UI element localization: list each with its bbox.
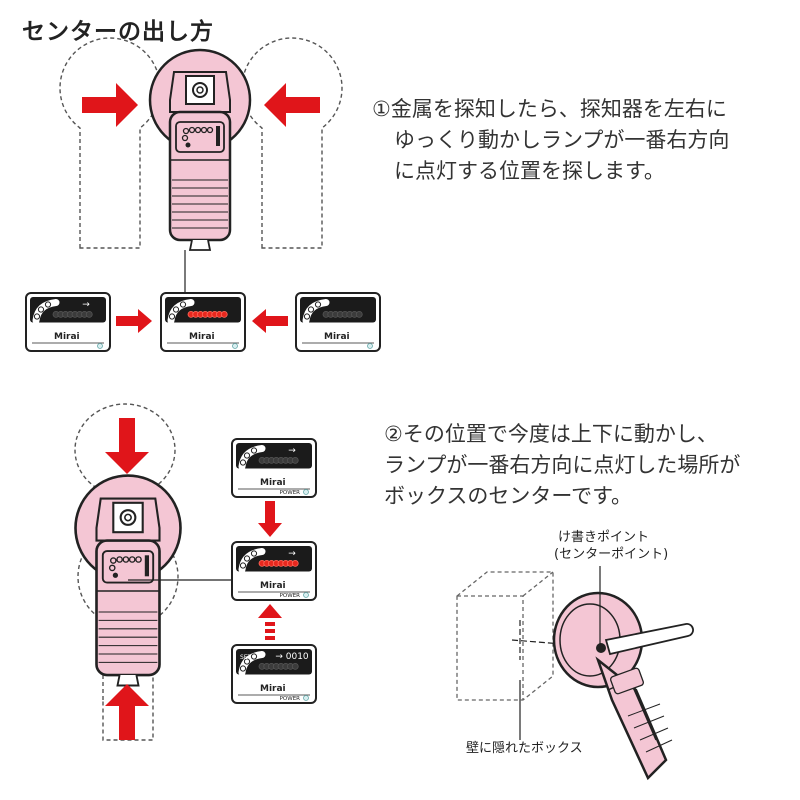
callout-marking-point: け書きポイント bbox=[558, 530, 649, 545]
power-indicator-icon bbox=[303, 592, 309, 598]
ghost-left-position bbox=[59, 37, 161, 249]
panel-arrow-label: → bbox=[288, 549, 296, 559]
panel-power-label: POWER bbox=[280, 593, 301, 599]
callout-hidden-box: 壁に隠れたボックス bbox=[466, 741, 583, 756]
panel-brand: Mirai bbox=[189, 332, 215, 342]
lamp bbox=[291, 560, 299, 567]
panel-arrow-right-icon bbox=[116, 309, 152, 333]
step1-illustration bbox=[59, 37, 343, 333]
panel-brand: Mirai bbox=[54, 332, 80, 342]
lamp bbox=[355, 310, 363, 318]
step2-line-2: ランプが一番右方向に点灯した場所が bbox=[384, 453, 741, 477]
panel-arrow-up-dashed-icon bbox=[258, 604, 282, 640]
power-indicator-icon bbox=[97, 343, 103, 349]
detector-side-view bbox=[552, 591, 694, 781]
step2-instructions: ②その位置で今度は上下に動かし、 ランプが一番右方向に点灯した場所が ボックスの… bbox=[384, 419, 740, 512]
step1-line-2: ゆっくり動かしランプが一番右方向 bbox=[394, 128, 730, 152]
panel-brand: Mirai bbox=[260, 478, 286, 488]
detector-center-position bbox=[148, 48, 252, 252]
power-indicator-icon bbox=[367, 343, 373, 349]
panel-arrow-down-icon bbox=[258, 501, 282, 537]
lamp bbox=[291, 456, 299, 464]
callout-center-point: (センターポイント) bbox=[554, 547, 668, 562]
panel-brand: Mirai bbox=[260, 581, 286, 591]
wall-box-scene: け書きポイント (センターポイント) 壁に隠れたボックス bbox=[456, 530, 694, 781]
panel-brand: Mirai bbox=[260, 684, 286, 694]
panel-arrow-label: → 0010 bbox=[275, 652, 309, 662]
step2-line-3: ボックスのセンターです。 bbox=[384, 484, 633, 508]
step1-line-1: ①金属を探知したら、探知器を左右に bbox=[372, 97, 727, 121]
panel-center-state: Mirai bbox=[160, 292, 246, 352]
power-indicator-icon bbox=[303, 489, 309, 495]
panel-arrow-label: → bbox=[288, 446, 296, 456]
step1-instructions: ①金属を探知したら、探知器を左右に ゆっくり動かしランプが一番右方向 に点灯する… bbox=[372, 94, 729, 187]
panel-right-state: Mirai bbox=[295, 292, 381, 352]
panel-left-state: → Mirai bbox=[25, 292, 111, 352]
marking-pen bbox=[604, 623, 694, 656]
panel-arrow-left-icon bbox=[252, 309, 288, 333]
ghost-right-position bbox=[241, 37, 343, 249]
center-point-dot bbox=[596, 643, 606, 653]
lamp bbox=[85, 310, 93, 318]
panel-arrow-label: → bbox=[82, 300, 90, 310]
lamp bbox=[220, 310, 228, 318]
panel-brand: Mirai bbox=[324, 332, 350, 342]
step1-line-3: に点灯する位置を探します。 bbox=[394, 159, 665, 183]
power-indicator-icon bbox=[232, 343, 238, 349]
lamp bbox=[291, 663, 299, 670]
step2-line-1: ②その位置で今度は上下に動かし、 bbox=[384, 422, 718, 446]
hidden-box-outline bbox=[456, 571, 554, 701]
panel-power-label: POWER bbox=[280, 696, 301, 702]
panel-power-label: POWER bbox=[280, 490, 301, 496]
power-indicator-icon bbox=[303, 695, 309, 701]
panel-set-label: SET bbox=[240, 654, 252, 661]
step2-illustration bbox=[74, 403, 282, 741]
